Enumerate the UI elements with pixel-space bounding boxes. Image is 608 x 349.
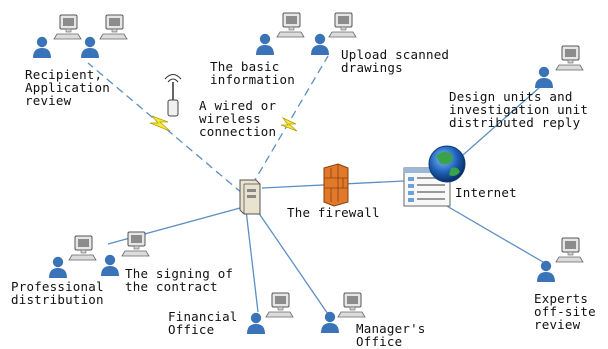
label-signing-contract: The signing of the contract (125, 266, 234, 294)
label-recipient: Recipient, Application review (25, 67, 110, 108)
label-internet: Internet (455, 185, 517, 200)
connection-lines (87, 55, 549, 318)
globe-icon (428, 145, 466, 183)
label-firewall: The firewall (287, 205, 380, 220)
lightning-bolt-icon (149, 115, 171, 132)
internet-portal-icon (403, 167, 451, 207)
label-financial-office: Financial Office (168, 309, 238, 337)
label-professional-distribution: Professional distribution (11, 279, 104, 307)
link-recipient (87, 62, 243, 194)
link-design (454, 79, 549, 163)
link-financial (245, 209, 259, 313)
link-manager (255, 208, 331, 318)
firewall-icon (323, 163, 349, 207)
label-basic-information: The basic information (210, 59, 295, 87)
recipient-workstation-group (33, 14, 128, 58)
link-upload (251, 55, 329, 186)
wireless-antenna-icon (164, 74, 182, 117)
label-experts-review: Experts off-site review (534, 291, 596, 332)
experts-workstation (537, 237, 584, 282)
design-unit-workstation (535, 45, 584, 88)
label-upload-drawings: Upload scanned drawings (341, 47, 450, 75)
label-wireless-connection: A wired or wireless connection (199, 98, 277, 139)
lightning-bolt-icon (280, 117, 298, 132)
label-manager-office: Manager's Office (356, 321, 426, 349)
link-experts (439, 201, 544, 263)
server-icon (239, 179, 261, 215)
financial-office-workstation (247, 292, 294, 334)
label-design-units: Design units and investigation unit dist… (449, 89, 589, 130)
